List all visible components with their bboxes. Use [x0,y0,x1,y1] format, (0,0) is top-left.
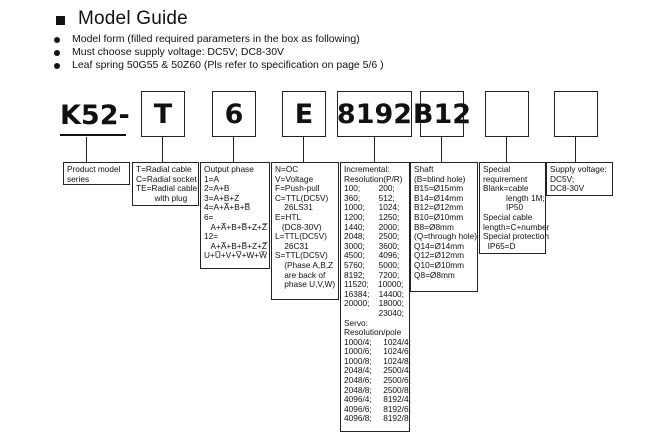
code-box-supply-voltage [554,91,598,137]
bullet-dot-icon [54,62,60,69]
bullet-item: Model form (filled required parameters i… [54,33,384,46]
desc-output-type: N=OC V=Voltage F=Push-pull C=TTL(DC5V) 2… [271,162,339,300]
bullet-list: Model form (filled required parameters i… [54,33,384,72]
bullet-text: Must choose supply voltage: DC5V; DC8-30… [72,46,285,58]
desc-resolution: Incremental: Resolution(P/R) 100; 200; 3… [340,162,411,432]
desc-output-phase: Output phase 1=A 2=A+B 3=A+B+Z 4=A+A̅+B+… [200,162,270,269]
desc-product-model: Product model series [63,162,130,185]
connector-line [86,137,87,162]
title-square-icon [56,16,65,25]
connector-line [303,137,304,162]
connector-line [233,137,234,162]
connector-line [162,137,163,162]
model-prefix-underline [60,134,126,136]
bullet-dot-icon [54,36,60,43]
desc-connection: T=Radial cable C=Radial socket TE=Radial… [132,162,199,206]
connector-line [441,137,442,162]
desc-supply-voltage: Supply voltage: DC5V; DC8-30V [546,162,613,196]
code-box-output-phase: 6 [212,91,256,137]
code-box-connection: T [141,91,185,137]
connector-line [374,137,375,162]
desc-special-requirement: Special requirement Blank=cable length 1… [479,162,549,254]
model-prefix: K52- [60,100,130,131]
code-box-resolution: 8192 [337,91,412,137]
code-box-output-type: E [282,91,326,137]
bullet-item: Leaf spring 50G55 & 50Z60 (Pls refer to … [54,59,384,72]
bullet-item: Must choose supply voltage: DC5V; DC8-30… [54,46,384,59]
code-box-shaft: B12 [413,91,471,137]
connector-line [575,137,576,162]
code-box-special [485,91,529,137]
bullet-text: Leaf spring 50G55 & 50Z60 (Pls refer to … [72,59,384,71]
connector-line [506,137,507,162]
bullet-dot-icon [54,49,60,56]
page-title: Model Guide [78,8,188,29]
bullet-text: Model form (filled required parameters i… [72,33,360,45]
desc-shaft: Shaft (B=blind hole) B15=Ø15mm B14=Ø14mm… [410,162,478,292]
